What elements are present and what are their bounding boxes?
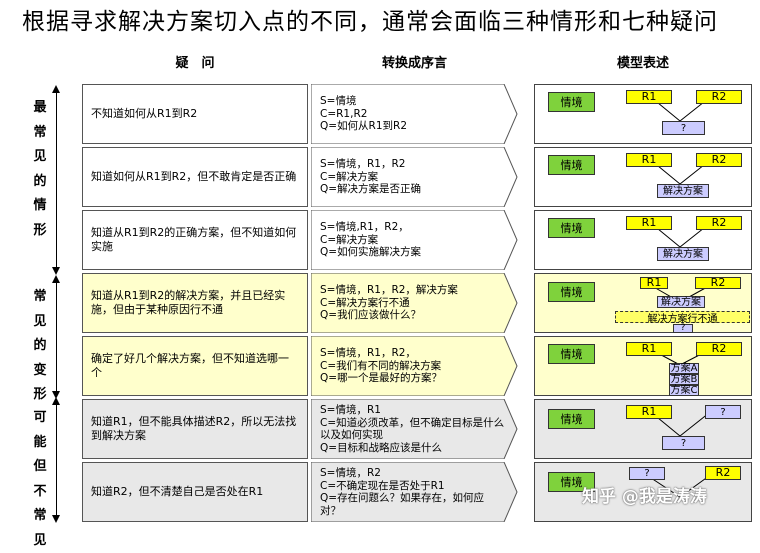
situation-box: 情境: [548, 344, 595, 364]
unknown-box: ?: [662, 436, 705, 450]
column-header-question: 疑 问: [175, 56, 215, 71]
question-box: 知道如何从R1到R2，但不敢肯定是否正确: [82, 147, 308, 207]
question-box: 知道从R1到R2的正确方案，但不知道如何实施: [82, 210, 308, 270]
question-box: 确定了好几个解决方案，但不知道选哪一个: [82, 336, 308, 396]
model-diagram: 情境 R1 R2 解决方案 解决方案行不通 ?: [534, 273, 752, 333]
model-diagram: 情境 ? R2: [534, 462, 752, 522]
sequence-q: Q=哪一个是最好的方案？: [320, 372, 443, 385]
sequence-s: S=情境，R1，R2，解决方案: [320, 284, 458, 297]
sequence-q: Q=我们应该做什么？: [320, 309, 422, 322]
sequence-c: C=解决方案: [320, 233, 379, 246]
option-c-box: 方案C: [669, 385, 699, 396]
side-label-variant-text: 常见的变形: [33, 289, 47, 402]
question-box: 不知道如何从R1到R2: [82, 84, 308, 144]
situation-box: 情境: [548, 409, 595, 429]
model-diagram: 情境 R1 R2 ?: [534, 84, 752, 144]
r1-box: R1: [626, 216, 672, 230]
r2-box: R2: [696, 90, 742, 104]
unknown-box: ?: [673, 323, 693, 333]
model-diagram: 情境 R1 R2 解决方案: [534, 210, 752, 270]
sequence-c: C=解决方案行不通: [320, 296, 410, 309]
side-label-variant: 常见的变形: [26, 285, 54, 408]
side-arrow-common: [52, 85, 60, 275]
r2-box: R2: [705, 466, 741, 480]
sequence-c: C=知道必须改革，但不确定目标是什么以及如何实现: [320, 416, 505, 442]
unknown-r1-box: ?: [629, 467, 665, 480]
sequence-q: Q=解决方案是否正确: [320, 183, 422, 196]
unknown-box: ?: [662, 121, 705, 135]
solution-box: 解决方案: [657, 184, 709, 198]
model-diagram: 情境 R1 R2 方案A 方案B 方案C: [534, 336, 752, 396]
side-arrow-variant: [52, 275, 60, 399]
r2-box: R2: [696, 342, 742, 356]
model-diagram: 情境 R1 ? ?: [534, 399, 752, 459]
unknown-r2-box: ?: [705, 405, 741, 419]
solution-fail-box: 解决方案行不通: [615, 311, 750, 325]
sequence-c: C=R1,R2: [320, 107, 368, 120]
watermark: 知乎 @我是涛涛: [582, 487, 707, 507]
option-b-box: 方案B: [669, 374, 699, 385]
r1-box: R1: [626, 153, 672, 167]
r1-box: R1: [626, 405, 672, 419]
r2-box: R2: [695, 277, 741, 289]
page-title: 根据寻求解决方案切入点的不同，通常会面临三种情形和七种疑问: [22, 9, 718, 35]
question-box: 知道从R1到R2的解决方案，并且已经实施，但由于某种原因行不通: [82, 273, 308, 333]
question-box: 知道R2，但不清楚自己是否处在R1: [82, 462, 308, 522]
sequence-q: Q=目标和战略应该是什么: [320, 441, 443, 454]
sequence-q: Q=如何实施解决方案: [320, 246, 422, 259]
situation-box: 情境: [548, 282, 595, 302]
scenario-row-4: 知道从R1到R2的解决方案，并且已经实施，但由于某种原因行不通 S=情境，R1，…: [0, 273, 760, 333]
model-diagram: 情境 R1 R2 解决方案: [534, 147, 752, 207]
solution-box: 解决方案: [657, 296, 705, 308]
r2-box: R2: [696, 153, 742, 167]
option-a-box: 方案A: [669, 363, 699, 374]
column-header-sequence: 转换成序言: [381, 56, 447, 71]
scenario-row-3: 知道从R1到R2的正确方案，但不知道如何实施 S=情境,R1，R2，C=解决方案…: [0, 210, 760, 270]
sequence-c: C=解决方案: [320, 170, 379, 183]
sequence-s: S=情境，R1: [320, 404, 381, 416]
sequence-s: S=情境，R2: [320, 467, 381, 479]
situation-box: 情境: [548, 472, 595, 492]
sequence-s: S=情境，R1，R2，: [320, 347, 416, 360]
sequence-q: Q=存在问题么？如果存在，如何应对？: [320, 492, 485, 517]
scenario-row-5: 确定了好几个解决方案，但不知道选哪一个 S=情境，R1，R2，C=我们有不同的解…: [0, 336, 760, 396]
situation-box: 情境: [548, 92, 595, 112]
side-arrow-rare: [52, 397, 60, 523]
situation-box: 情境: [548, 218, 595, 238]
solution-box: 解决方案: [657, 247, 709, 261]
r1-box: R1: [640, 277, 668, 289]
sequence-q: Q=如何从R1到R2: [320, 120, 408, 133]
sequence-s: S=情境: [320, 95, 357, 108]
r1-box: R1: [626, 342, 672, 356]
side-label-common-text: 最常见的情形: [33, 100, 47, 238]
sequence-s: S=情境，R1，R2: [320, 158, 406, 171]
r1-box: R1: [626, 90, 672, 104]
question-box: 知道R1，但不能具体描述R2，所以无法找到解决方案: [82, 399, 308, 459]
situation-box: 情境: [548, 155, 595, 175]
sequence-c: C=我们有不同的解决方案: [320, 359, 442, 372]
r2-box: R2: [696, 216, 742, 230]
sequence-s: S=情境,R1，R2，: [320, 221, 409, 234]
side-label-common: 最常见的情形: [26, 96, 54, 243]
sequence-c: C=不确定现在是否处于R1: [320, 479, 445, 492]
column-header-model: 模型表述: [616, 56, 669, 71]
